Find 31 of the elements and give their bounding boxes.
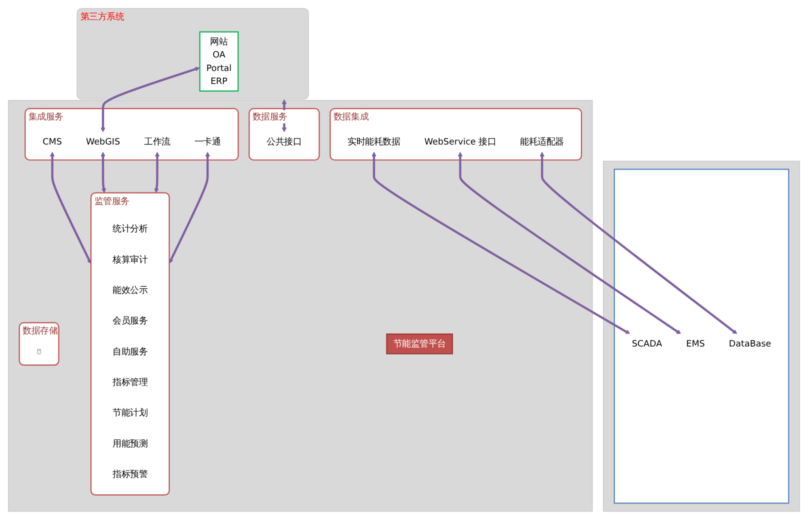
arrow [100,152,106,194]
node-text: EMS [686,338,705,349]
node-text: 能耗适配器 [520,136,564,147]
node-text: 节能计划 [112,408,148,418]
node-text: SCADA [632,338,662,349]
node-box: 网站 OA Portal ERP [199,31,239,92]
node-text: 自助服务 [112,346,148,357]
node-text: 指标管理 [112,376,148,388]
node-cylinder [37,348,41,355]
arrow [540,152,738,334]
node-text: 核算审计 [112,254,148,265]
arrow [154,152,160,194]
arrow [372,152,630,334]
node-text: 工作流 [144,136,170,147]
node-text: 公共接口 [266,136,302,147]
node-text: DataBase [728,338,772,349]
node-text: 指标预警 [112,468,148,480]
node-text: 能效公示 [112,284,148,296]
node-text: WebGIS [86,136,120,147]
node-text: CMS [42,136,62,147]
arrow [50,152,92,264]
node-box: 节能监管平台 [386,334,453,354]
node-text: 用能预测 [112,438,148,449]
node-text: 会员服务 [112,316,148,326]
arrow [100,66,200,132]
arrow [458,152,682,334]
node-text: 统计分析 [112,224,148,234]
node-text: 一卡通 [194,136,221,147]
arrow [168,152,210,264]
node-text: WebService 接口 [424,136,496,147]
node-text: 实时能耗数据 [348,136,400,147]
